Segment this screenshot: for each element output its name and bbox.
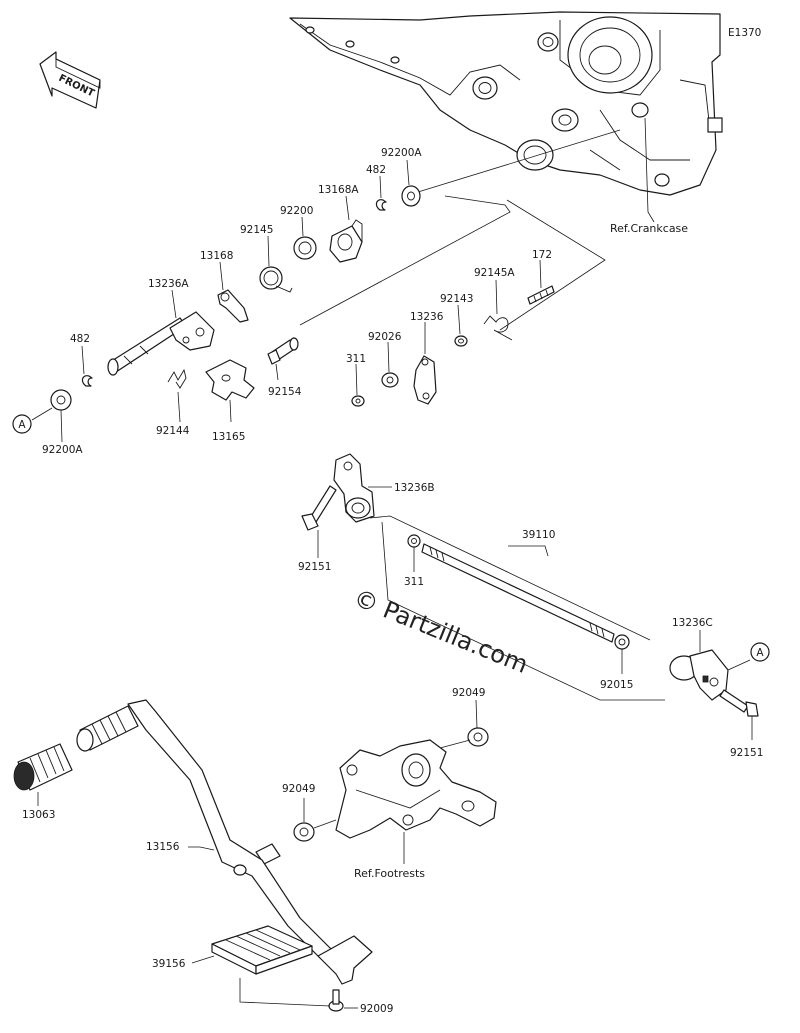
shift-shaft-13236a bbox=[107, 311, 215, 376]
ref-footrests: Ref.Footrests bbox=[354, 867, 425, 880]
nut-311-top bbox=[351, 395, 365, 407]
shift-rubber-13063 bbox=[13, 705, 139, 791]
circlip-482-top bbox=[375, 199, 387, 211]
nut-92015 bbox=[614, 634, 630, 650]
ring-92143 bbox=[454, 335, 468, 347]
label-92200: 92200 bbox=[280, 205, 313, 217]
pedal-pad-bracket bbox=[317, 935, 373, 985]
label-13165: 13165 bbox=[212, 431, 245, 443]
label-482-top: 482 bbox=[366, 164, 386, 176]
callout-a-left: A bbox=[12, 414, 32, 434]
label-13236: 13236 bbox=[410, 311, 444, 323]
ref-crankcase: Ref.Crankcase bbox=[610, 222, 688, 235]
crankcase-drawing bbox=[289, 11, 723, 196]
label-311-mid: 311 bbox=[404, 576, 424, 588]
label-92151-left: 92151 bbox=[298, 561, 331, 573]
label-92145a: 92145A bbox=[474, 267, 515, 279]
label-13236a: 13236A bbox=[148, 278, 189, 290]
washer-92026 bbox=[381, 372, 399, 388]
label-92151-right: 92151 bbox=[730, 747, 763, 759]
washer-92049-mid bbox=[293, 822, 315, 842]
washer-92049-top bbox=[467, 727, 489, 747]
washer-92200a-left bbox=[50, 389, 72, 411]
label-13236b: 13236B bbox=[394, 482, 435, 494]
label-13063: 13063 bbox=[22, 809, 55, 821]
spring-92145a bbox=[483, 315, 513, 341]
front-arrow: FRONT bbox=[39, 51, 101, 109]
rod-end-13236b bbox=[333, 453, 375, 523]
collar-13168a bbox=[329, 219, 363, 263]
spring-92144 bbox=[167, 368, 187, 389]
label-92200a-left: 92200A bbox=[42, 444, 83, 456]
label-92049-mid: 92049 bbox=[282, 783, 315, 795]
label-311-top: 311 bbox=[346, 353, 366, 365]
label-13168a: 13168A bbox=[318, 184, 359, 196]
diagram-code: E1370 bbox=[728, 27, 761, 39]
watermark: © Partzilla.com bbox=[350, 584, 532, 679]
washer-92200 bbox=[293, 236, 317, 260]
circlip-482-left bbox=[81, 375, 93, 387]
washer-92200a-top bbox=[401, 185, 421, 207]
callout-a-left-letter: A bbox=[18, 419, 26, 431]
shift-rod-39110 bbox=[421, 543, 615, 643]
label-13156: 13156 bbox=[146, 841, 180, 853]
label-92154: 92154 bbox=[268, 386, 302, 398]
spring-92145 bbox=[259, 266, 293, 293]
label-13236c: 13236C bbox=[672, 617, 713, 629]
label-39156: 39156 bbox=[152, 958, 186, 970]
label-39110: 39110 bbox=[522, 529, 555, 541]
plate-13165 bbox=[205, 359, 255, 401]
footrest-bracket bbox=[335, 739, 497, 839]
label-92144: 92144 bbox=[156, 425, 190, 437]
bolt-92154 bbox=[267, 337, 299, 365]
bolt-92151-left bbox=[301, 485, 337, 531]
label-92145: 92145 bbox=[240, 224, 273, 236]
callout-a-right: A bbox=[750, 642, 770, 662]
label-92026: 92026 bbox=[368, 331, 402, 343]
bolt-92151-right bbox=[719, 689, 759, 717]
stud-172 bbox=[527, 285, 555, 305]
nut-311-mid bbox=[407, 534, 421, 548]
label-172: 172 bbox=[532, 249, 552, 261]
label-482-left: 482 bbox=[70, 333, 90, 345]
label-92009: 92009 bbox=[360, 1003, 393, 1015]
label-92143: 92143 bbox=[440, 293, 473, 305]
rod-end-13236c bbox=[669, 649, 729, 701]
label-92015: 92015 bbox=[600, 679, 633, 691]
plate-13168 bbox=[217, 289, 249, 323]
callout-a-right-letter: A bbox=[756, 647, 764, 659]
pedal-pad-39156 bbox=[211, 925, 313, 975]
label-92049-top: 92049 bbox=[452, 687, 485, 699]
label-92200a-top: 92200A bbox=[381, 147, 422, 159]
label-13168: 13168 bbox=[200, 250, 233, 262]
nut-92009 bbox=[328, 989, 344, 1012]
link-13236 bbox=[413, 355, 437, 405]
